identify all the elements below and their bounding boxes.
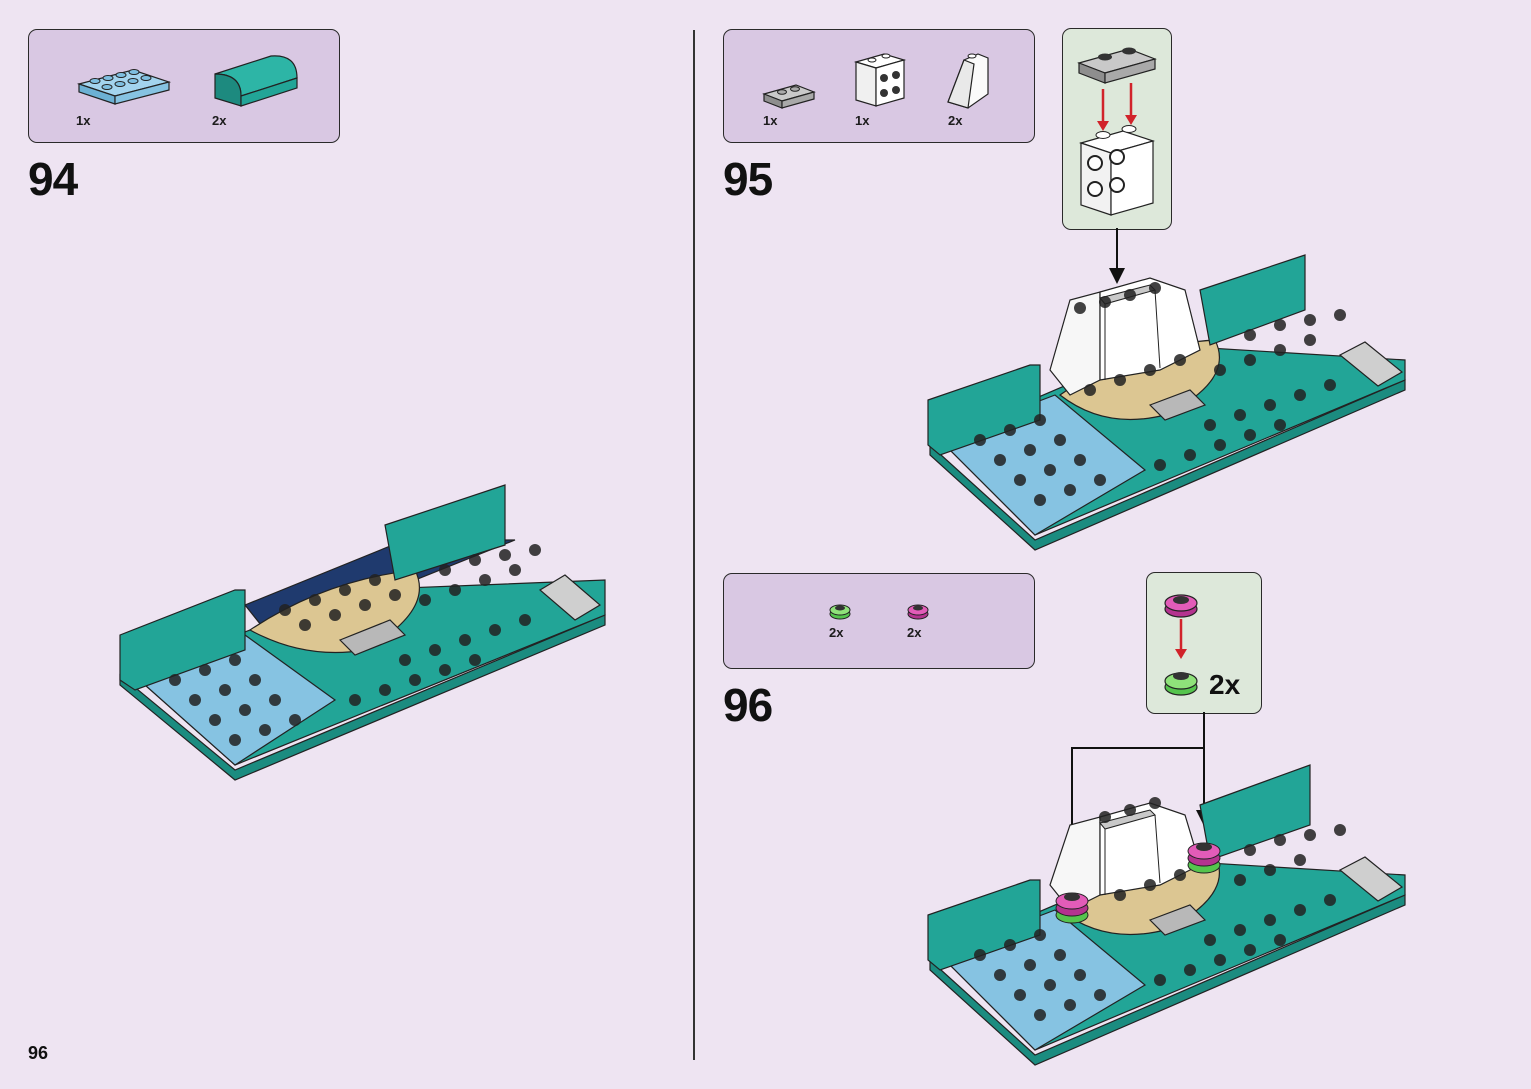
- magenta-round-plate-icon: [907, 604, 929, 620]
- white-brick-studs-side-icon: [853, 53, 907, 107]
- subassembly-qty: 2x: [1209, 669, 1241, 700]
- parts-panel-step-94: 1x 2x: [28, 29, 340, 143]
- parts-panel-step-96: 2x 2x: [723, 573, 1035, 669]
- teal-curved-slope-icon: [214, 55, 298, 107]
- subassembly-step-95: [1062, 28, 1172, 230]
- page-number: 96: [28, 1043, 49, 1063]
- part-qty: 2x: [948, 113, 963, 128]
- stacked-round-plates: [1055, 842, 1221, 924]
- white-slope-icon: [947, 53, 989, 109]
- part-qty: 1x: [855, 113, 870, 128]
- step-number: 96: [723, 679, 773, 731]
- parts-panel-step-95: 1x 1x 2x: [723, 29, 1035, 143]
- part-qty: 1x: [76, 113, 91, 128]
- subassembly-step-96: 2x: [1146, 572, 1262, 714]
- step-number: 95: [723, 153, 773, 205]
- model-step-94: [119, 484, 606, 781]
- placement-arrow: [1109, 228, 1125, 284]
- green-round-plate-icon: [829, 604, 851, 620]
- step-number: 94: [28, 153, 78, 205]
- part-qty: 1x: [763, 113, 778, 128]
- model-step-96: [927, 764, 1406, 1066]
- part-qty: 2x: [829, 625, 844, 640]
- part-qty: 2x: [212, 113, 227, 128]
- model-step-95: [927, 254, 1406, 551]
- light-blue-plate-icon: [76, 69, 172, 105]
- page-divider: [693, 30, 695, 1060]
- subassembly-diagram: [1077, 47, 1157, 216]
- subassembly-diagram: [1164, 594, 1198, 696]
- part-qty: 2x: [907, 625, 922, 640]
- grey-plate-icon: [762, 84, 816, 109]
